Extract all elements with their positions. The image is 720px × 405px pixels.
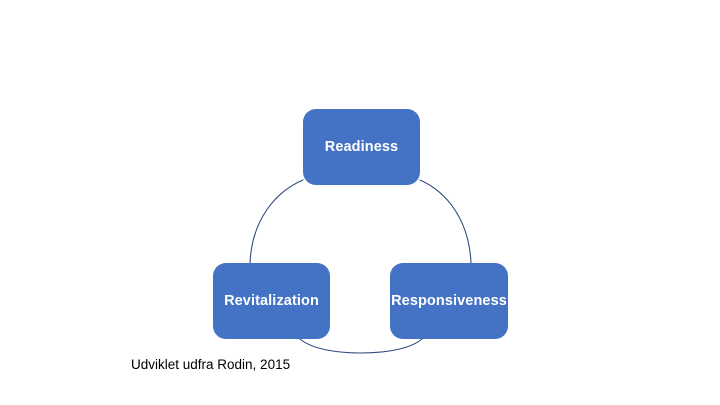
node-label-revitalization: Revitalization (224, 292, 319, 309)
diagram-node-responsiveness[interactable]: Responsiveness (390, 263, 508, 339)
source-caption: Udviklet udfra Rodin, 2015 (131, 357, 291, 372)
arc-readiness-to-revitalization (249, 179, 304, 264)
arc-revitalization-to-responsiveness (299, 338, 423, 354)
node-label-readiness: Readiness (324, 138, 399, 155)
diagram-node-revitalization[interactable]: Revitalization (213, 263, 330, 339)
arc-responsiveness-to-readiness (419, 179, 472, 264)
node-label-responsiveness: Responsiveness (391, 292, 507, 309)
diagram-node-readiness[interactable]: Readiness (303, 109, 420, 185)
